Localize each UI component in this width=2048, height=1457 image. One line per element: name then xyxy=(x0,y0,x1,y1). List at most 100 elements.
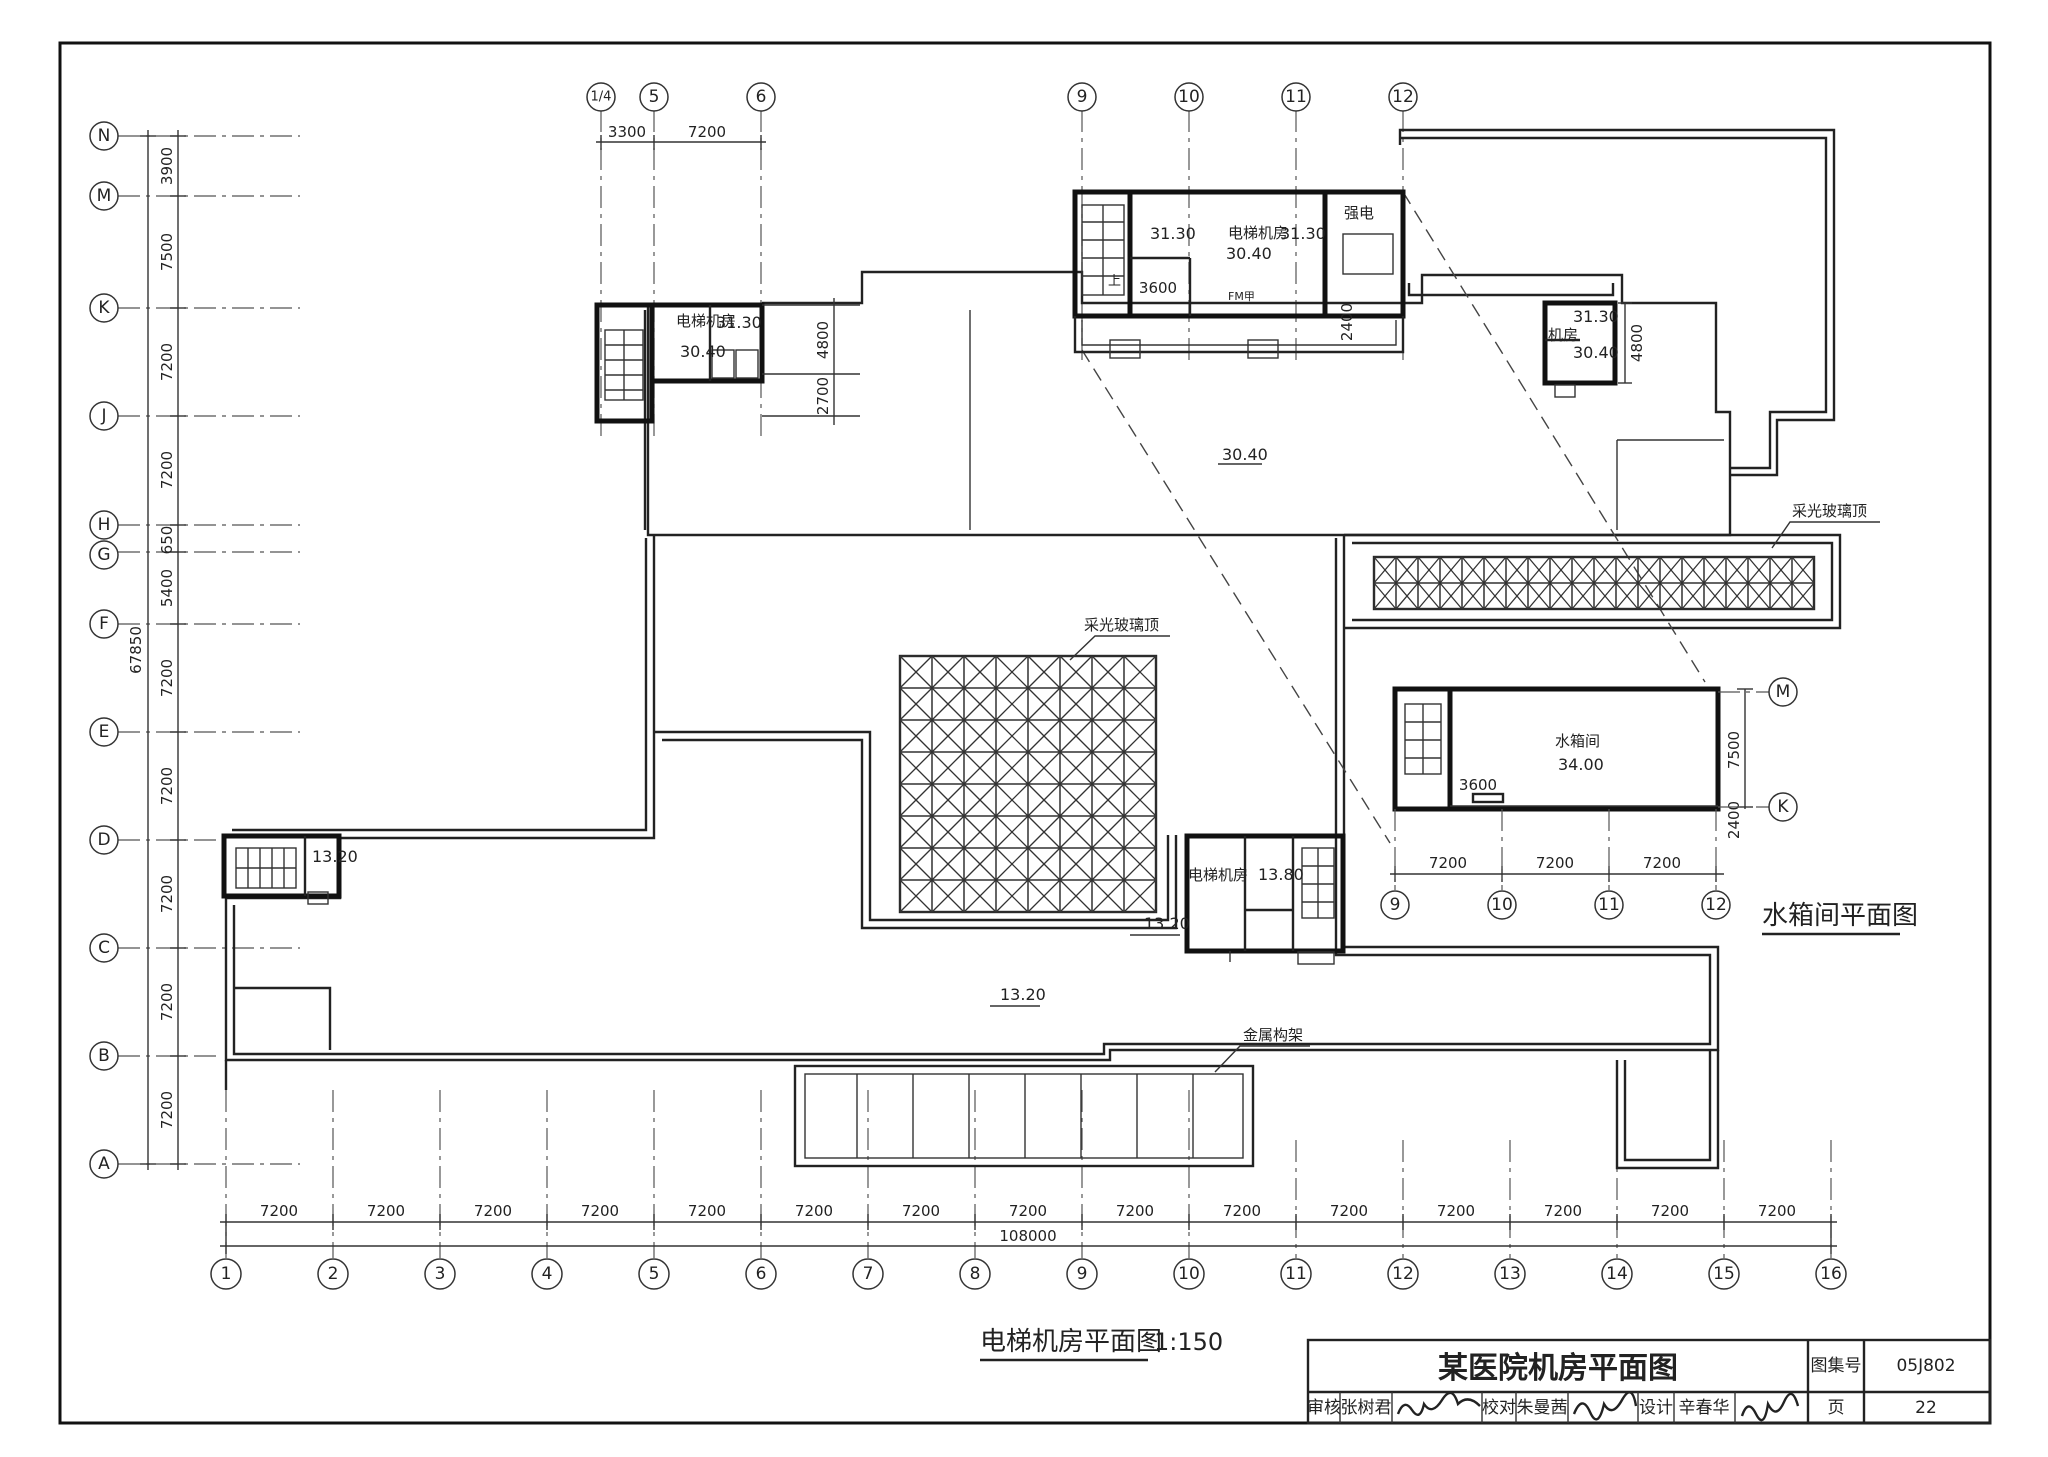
dim-tank-bay-3: 7200 xyxy=(1643,854,1681,872)
axis-bubble-8: 8 xyxy=(959,1258,991,1290)
reviewer-signature xyxy=(1396,1391,1481,1416)
dim-tank-bay-2: 7200 xyxy=(1536,854,1574,872)
dim-bay-1: 7200 xyxy=(260,1202,298,1220)
axis-bubble-1-4: 1/4 xyxy=(586,82,616,112)
room-label-elevator-lower: 电梯机房 xyxy=(1188,866,1248,884)
svg-text:11: 11 xyxy=(1598,895,1620,915)
title-block-page-label: 页 xyxy=(1828,1398,1845,1418)
axis-bubble-4: 4 xyxy=(531,1258,563,1290)
dim-row-g: 5400 xyxy=(158,569,176,607)
tank-axis-bubble-9: 9 xyxy=(1380,890,1410,920)
axis-bubble-g: G xyxy=(89,540,119,570)
dim-top-3300: 3300 xyxy=(608,123,646,141)
callouts: 采光玻璃顶 采光玻璃顶 金属构架 xyxy=(1069,502,1880,1073)
level-31-30-b: 31.30 xyxy=(1280,224,1326,243)
svg-text:8: 8 xyxy=(970,1264,981,1284)
svg-text:K: K xyxy=(98,298,110,318)
room-label-strong-electric: 强电 xyxy=(1344,204,1374,222)
tank-axis-bubble-10: 10 xyxy=(1487,890,1517,920)
dim-4800-left: 4800 xyxy=(814,321,832,359)
axis-bubble-2: 2 xyxy=(317,1258,349,1290)
title-block-designer: 辛春华 xyxy=(1679,1398,1730,1418)
row-axis-bubbles: N M K J H G F E D C B A xyxy=(89,121,119,1179)
axis-bubble-9: 9 xyxy=(1066,1258,1098,1290)
svg-text:9: 9 xyxy=(1077,87,1088,107)
svg-text:5: 5 xyxy=(649,87,660,107)
elevator-machine-room-left: 电梯机房 31.30 30.40 4800 2700 xyxy=(594,298,860,425)
projection-lines xyxy=(1081,191,1706,844)
dim-row-b: 7200 xyxy=(158,1091,176,1129)
room-label-machine-room: 机房 xyxy=(1548,326,1578,344)
room-label-elevator-left: 电梯机房 xyxy=(676,312,736,330)
dim-bay-2: 7200 xyxy=(367,1202,405,1220)
svg-text:1: 1 xyxy=(221,1264,232,1284)
svg-text:3: 3 xyxy=(435,1264,446,1284)
main-plan-scale: 1:150 xyxy=(1154,1328,1223,1356)
svg-text:12: 12 xyxy=(1392,1264,1414,1284)
label-skylight-main: 采光玻璃顶 xyxy=(1084,616,1159,634)
svg-text:15: 15 xyxy=(1713,1264,1735,1284)
title-block-page-no: 22 xyxy=(1915,1398,1937,1418)
roof-outline xyxy=(224,128,1842,1170)
axis-bubble-16: 16 xyxy=(1815,1258,1847,1290)
dim-bay-9: 7200 xyxy=(1116,1202,1154,1220)
tank-axis-bubble-12: 12 xyxy=(1701,890,1731,920)
svg-text:12: 12 xyxy=(1392,87,1414,107)
axis-bubble-d: D xyxy=(89,825,119,855)
svg-text:C: C xyxy=(98,938,110,958)
dim-row-d: 7200 xyxy=(158,875,176,913)
axis-bubble-15: 15 xyxy=(1708,1258,1740,1290)
stair-left-d: 13.20 xyxy=(221,833,358,905)
svg-text:6: 6 xyxy=(756,1264,767,1284)
dim-3600-tank: 3600 xyxy=(1459,776,1497,794)
dim-total-108000: 108000 xyxy=(999,1227,1056,1245)
bottom-dimensions: 7200 7200 7200 7200 7200 7200 7200 7200 … xyxy=(220,1202,1837,1254)
title-block-review-label: 审核 xyxy=(1307,1398,1341,1418)
level-30-40-c: 30.40 xyxy=(1573,343,1619,362)
axis-bubble-n: N xyxy=(89,121,119,151)
drawing-frame xyxy=(58,41,1992,1425)
dim-bay-10: 7200 xyxy=(1223,1202,1261,1220)
dim-row-h: 650 xyxy=(158,526,176,555)
dim-row-n: 3900 xyxy=(158,147,176,185)
dim-bay-8: 7200 xyxy=(1009,1202,1047,1220)
axis-bubble-11: 11 xyxy=(1280,1258,1312,1290)
level-31-30-a: 31.30 xyxy=(1150,224,1196,243)
svg-text:N: N xyxy=(98,126,111,146)
level-30-40-d: 30.40 xyxy=(1222,445,1268,464)
checker-signature xyxy=(1572,1391,1638,1421)
dim-bay-15: 7200 xyxy=(1758,1202,1796,1220)
elevator-machine-room-lower: 电梯机房 13.80 xyxy=(1184,833,1346,965)
axis-bubble-5: 5 xyxy=(638,1258,670,1290)
dim-bay-5: 7200 xyxy=(688,1202,726,1220)
svg-text:7: 7 xyxy=(863,1264,874,1284)
tank-plan-title: 水箱间平面图 xyxy=(1762,901,1918,931)
axis-bubble-6: 6 xyxy=(745,1258,777,1290)
axis-bubble-h: H xyxy=(89,510,119,540)
grid-lines xyxy=(118,110,1832,1258)
room-label-water-tank: 水箱间 xyxy=(1555,732,1600,750)
dim-2400-top: 2400 xyxy=(1338,303,1356,341)
axis-bubble-j: J xyxy=(89,401,119,431)
axis-bubble-b: B xyxy=(89,1041,119,1071)
dim-row-f: 7200 xyxy=(158,659,176,697)
axis-bubble-top-10: 10 xyxy=(1174,82,1204,112)
axis-bubble-top-11: 11 xyxy=(1281,82,1311,112)
svg-text:K: K xyxy=(1777,797,1789,817)
elevator-machine-room-top: 电梯机房 强电 FM甲 上 31.30 30.40 31.30 3600 240… xyxy=(1072,189,1406,359)
axis-bubble-top-12: 12 xyxy=(1388,82,1418,112)
svg-text:11: 11 xyxy=(1285,1264,1307,1284)
axis-bubble-1: 1 xyxy=(210,1258,242,1290)
dim-2400-tank: 2400 xyxy=(1725,801,1743,839)
dim-2700-left: 2700 xyxy=(814,377,832,415)
dim-bay-6: 7200 xyxy=(795,1202,833,1220)
axis-bubble-f: F xyxy=(89,609,119,639)
tank-axis-bubble-11: 11 xyxy=(1594,890,1624,920)
top-axis-bubbles: 1/4 5 6 9 10 11 12 3300 7200 xyxy=(586,82,1418,150)
fire-door-label: FM甲 xyxy=(1228,290,1255,303)
svg-text:10: 10 xyxy=(1178,87,1200,107)
dim-bay-3: 7200 xyxy=(474,1202,512,1220)
title-block-reviewer: 张树君 xyxy=(1341,1398,1392,1418)
label-metal-frame: 金属构架 xyxy=(1243,1026,1303,1044)
dim-row-c: 7200 xyxy=(158,983,176,1021)
